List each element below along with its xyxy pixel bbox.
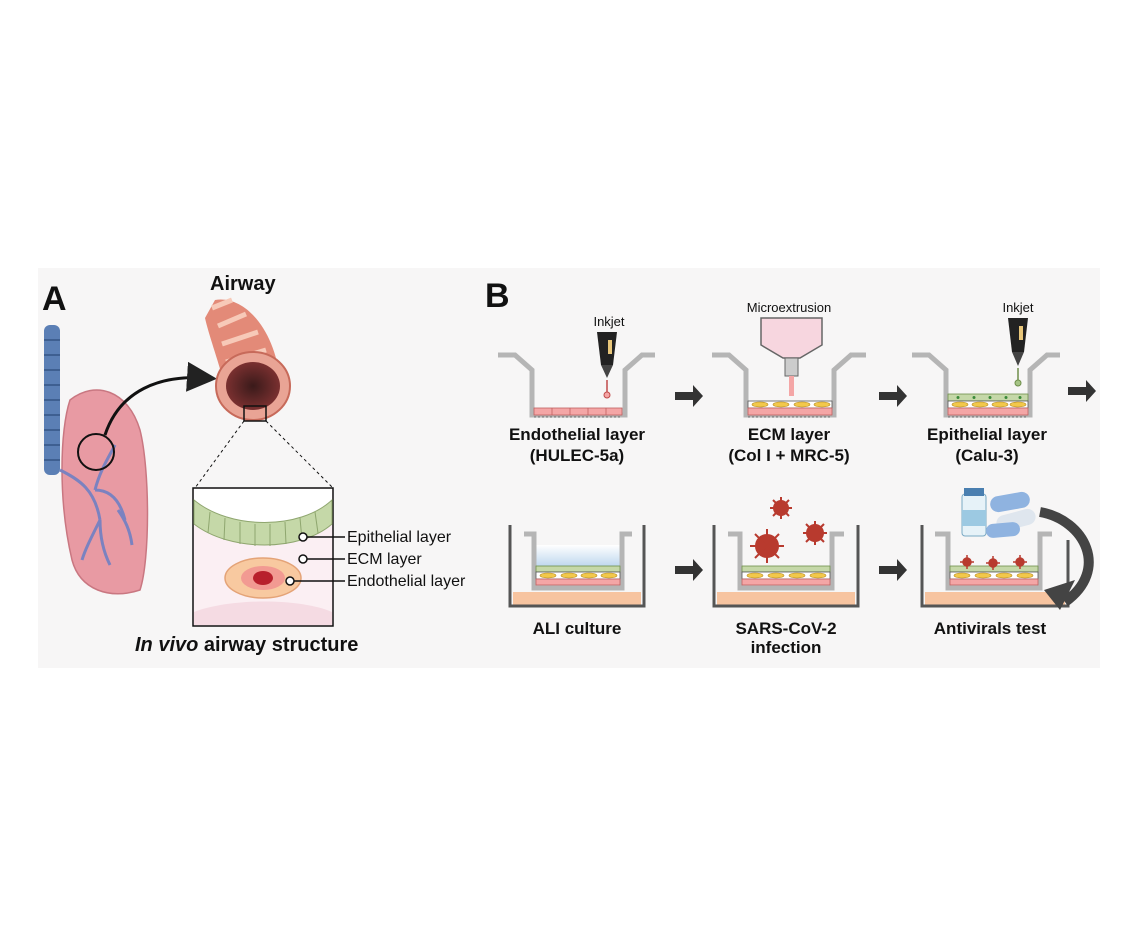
step-sublabel-infection: infection	[751, 638, 822, 657]
lung-to-airway-arrow	[103, 361, 217, 436]
drug-vial-icon	[961, 488, 987, 537]
well-infection	[712, 525, 860, 608]
step-arrow-4	[675, 559, 703, 581]
inkjet-nozzle-1	[597, 332, 617, 399]
drug-delivery-arrowhead	[1044, 580, 1075, 610]
step-label-infection: SARS-CoV-2	[735, 619, 836, 638]
attached-virus-particles	[960, 555, 1027, 570]
step-arrow-2	[879, 385, 907, 407]
panel-b: B Inkjet Endothelial layer (HULEC-5a)	[485, 277, 1096, 657]
bronchi-illustration	[59, 444, 134, 566]
zoom-line-right	[265, 420, 334, 489]
step-label-ali: ALI culture	[533, 619, 622, 638]
well-epithelial	[912, 352, 1060, 418]
step-label-antivirals: Antivirals test	[934, 619, 1047, 638]
in-vivo-caption: In vivo airway structure	[135, 634, 358, 656]
virus-particles	[750, 497, 827, 563]
inkjet-nozzle-2	[1008, 318, 1028, 387]
step-label-epithelial: Epithelial layer	[927, 425, 1047, 444]
label-ecm-layer: ECM layer	[347, 551, 422, 568]
capsule-pills-icon	[986, 491, 1036, 538]
zoom-line-left	[194, 420, 245, 489]
well-ecm	[712, 352, 866, 418]
step-sublabel-ecm: (Col I + MRC-5)	[728, 446, 849, 465]
lung-zoom-circle	[77, 433, 115, 471]
step-arrow-5	[879, 559, 907, 581]
step-arrow-3	[1068, 380, 1096, 402]
trachea-illustration	[44, 325, 60, 475]
tool-label-inkjet-1: Inkjet	[593, 314, 624, 329]
microextrusion-syringe	[760, 317, 823, 396]
panel-a: A Airway	[42, 273, 466, 656]
tool-label-inkjet-2: Inkjet	[1002, 300, 1033, 315]
airway-tube-illustration	[205, 297, 291, 422]
well-ali-culture	[508, 525, 646, 608]
step-label-endothelial: Endothelial layer	[509, 425, 645, 444]
label-endothelial-layer: Endothelial layer	[347, 573, 466, 590]
well-endothelial	[498, 352, 655, 418]
step-sublabel-endothelial: (HULEC-5a)	[530, 446, 624, 465]
caption-rest: airway structure	[198, 634, 358, 656]
cross-section-leaders	[285, 532, 345, 586]
caption-italic: In vivo	[135, 634, 198, 656]
step-label-ecm: ECM layer	[748, 425, 831, 444]
drug-delivery-arrow	[1038, 507, 1094, 607]
tool-label-microextrusion: Microextrusion	[747, 300, 832, 315]
airway-cross-section	[192, 487, 334, 627]
panel-a-letter: A	[42, 280, 67, 318]
step-sublabel-epithelial: (Calu-3)	[955, 446, 1018, 465]
panel-b-letter: B	[485, 277, 510, 315]
step-arrow-1	[675, 385, 703, 407]
label-epithelial-layer: Epithelial layer	[347, 529, 452, 546]
airway-title: Airway	[210, 273, 276, 295]
